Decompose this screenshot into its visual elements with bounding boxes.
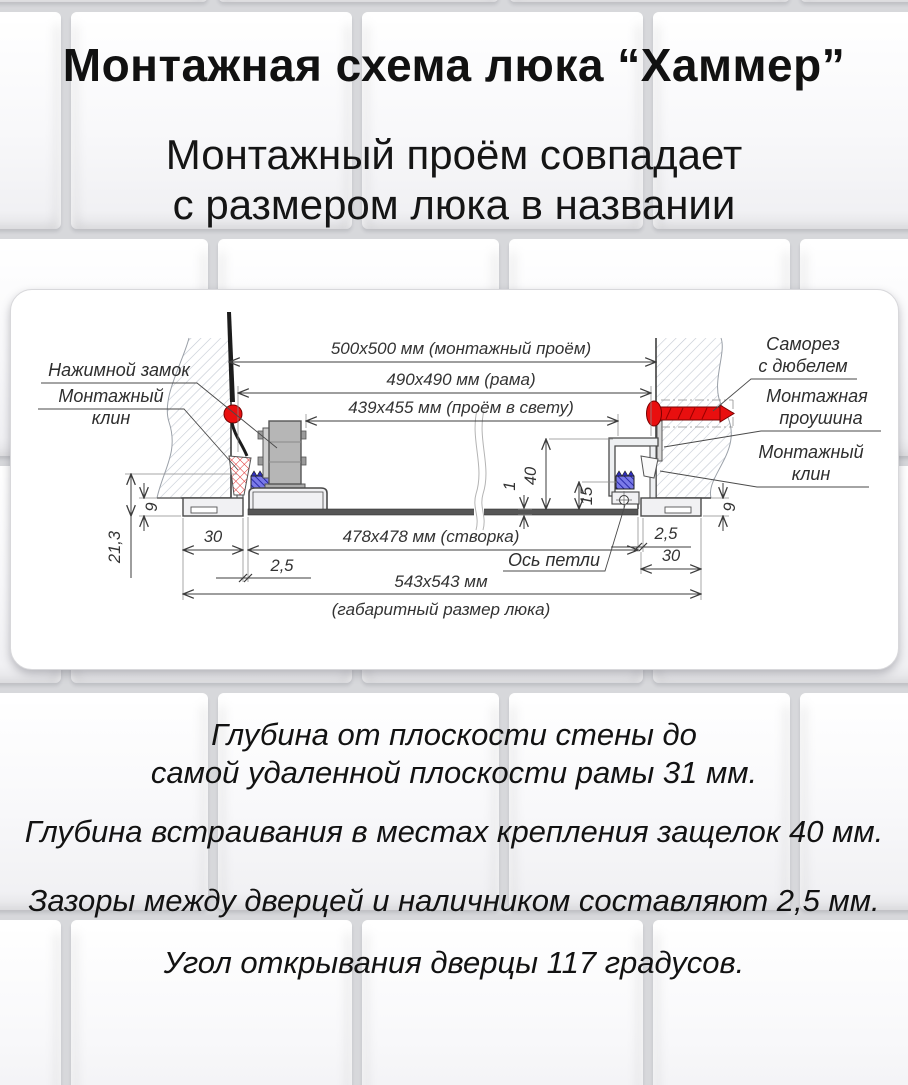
dim-overall-2: (габаритный размер люка): [332, 600, 551, 619]
note-gaps: Зазоры между дверцей и наличником состав…: [28, 883, 880, 918]
wall-tile: [362, 920, 643, 1085]
label-screw-2: с дюбелем: [758, 356, 847, 376]
screw-with-dowel: [646, 400, 735, 427]
dim-gap-right: 2,5: [654, 525, 679, 543]
dim-mounting-opening: 500x500 мм (монтажный проём): [331, 339, 591, 358]
diagram-card: 500x500 мм (монтажный проём) 490x490 мм …: [10, 289, 899, 670]
dim-frame: 490x490 мм (рама): [386, 370, 535, 389]
wall-section-left: [156, 337, 232, 499]
label-wedge-right-2: клин: [792, 464, 831, 484]
wall-tile: [218, 0, 499, 2]
frame-profile-right: [608, 437, 659, 497]
wall-tile: [653, 920, 908, 1085]
label-wedge-left-1: Монтажный: [58, 386, 163, 406]
note-depth-wall-line2: самой удаленной плоскости рамы 31 мм.: [150, 755, 758, 790]
note-latch-depth: Глубина встраивания в местах крепления з…: [24, 814, 884, 849]
dimension-lines: [131, 362, 723, 594]
wall-tile: [0, 693, 208, 910]
wall-tile: [71, 920, 352, 1085]
dim-edge-depth-right: 9: [721, 502, 739, 511]
dim-gap-left: 2,5: [270, 557, 295, 575]
lock-hook: [230, 422, 249, 457]
dim-edge-depth-left: 9: [143, 502, 161, 511]
note-depth-wall-line1: Глубина от плоскости стены до: [211, 717, 697, 752]
wall-tile: [71, 12, 352, 229]
dim-clear-opening: 439x455 мм (проём в свету): [348, 398, 574, 417]
label-hinge-axis: Ось петли: [508, 550, 600, 570]
label-wedge-left-2: клин: [92, 408, 131, 428]
note-opening-angle: Угол открывания дверцы 117 градусов.: [163, 945, 745, 980]
dim-trim-right: 30: [662, 547, 681, 565]
label-screw-1: Саморез: [766, 334, 840, 354]
page-subtitle-line1: Монтажный проём совпадает: [165, 131, 743, 178]
mounting-wedge-left: [228, 455, 252, 496]
hinge: [611, 491, 640, 509]
trim-profile-right: [640, 497, 702, 517]
page-title: Монтажная схема люка “Хаммер”: [62, 39, 846, 91]
dim-trim-left: 30: [204, 528, 223, 546]
wall-tile: [0, 920, 61, 1085]
page-subtitle: Монтажный проём совпадает с размером люк…: [0, 130, 908, 230]
page-subtitle-line2: с размером люка в названии: [172, 181, 736, 228]
dim-overall-1: 543x543 мм: [394, 572, 488, 591]
lock-striker-blade: [227, 312, 235, 402]
label-wedge-right-1: Монтажный: [758, 442, 863, 462]
dim-total-depth-left: 21,3: [106, 530, 124, 564]
view-break: [474, 409, 487, 531]
wall-tile: [509, 0, 790, 2]
wall-tile: [362, 12, 643, 229]
dim-latch-depth: 40: [522, 466, 540, 485]
seal-right: [615, 470, 635, 490]
dim-leaf-thickness: 1: [501, 481, 519, 490]
wall-tile: [218, 693, 499, 910]
label-eyelet-1: Монтажная: [766, 386, 868, 406]
wall-tile: [653, 12, 908, 229]
wall-tile: [0, 0, 208, 2]
label-push-lock: Нажимной замок: [48, 360, 191, 380]
label-eyelet-2: проушина: [779, 408, 862, 428]
dim-door-leaf: 478x478 мм (створка): [343, 527, 520, 546]
wall-tile: [509, 693, 790, 910]
dim-hinge-depth: 15: [578, 486, 596, 505]
trim-profile-left: [182, 497, 244, 517]
mounting-wedge-right: [640, 455, 659, 479]
leader-lines: [38, 378, 881, 572]
wall-tile: [0, 12, 61, 229]
wall-tile: [800, 0, 908, 2]
installation-diagram: 500x500 мм (монтажный проём) 490x490 мм …: [38, 312, 881, 619]
wall-tile: [800, 693, 908, 910]
note-depth-wall: Глубина от плоскости стены до самой удал…: [0, 716, 908, 792]
